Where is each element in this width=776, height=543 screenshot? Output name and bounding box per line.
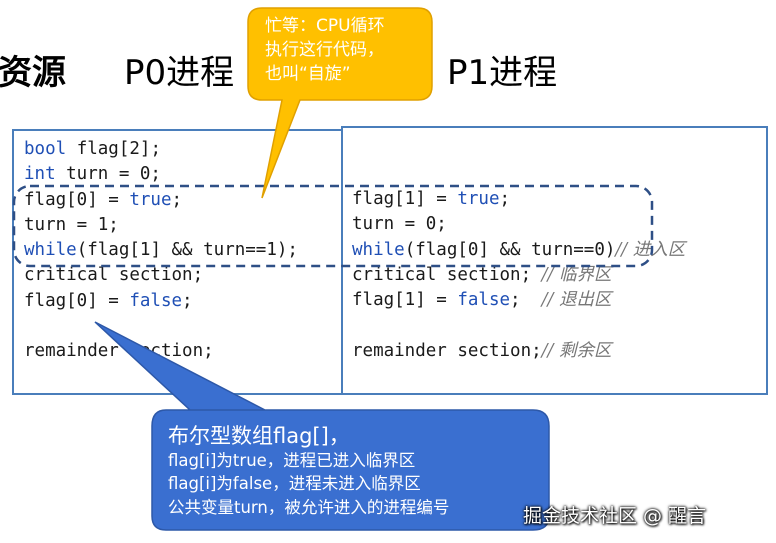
code-line: turn = 1; bbox=[24, 214, 119, 235]
heading-p1-process: P1进程 bbox=[447, 53, 558, 93]
flag-turn-callout bbox=[94, 321, 550, 531]
p1-code-block: flag[1] = true; turn = 0; while(flag[0] … bbox=[352, 187, 685, 364]
code-line: flag[0] = true; bbox=[24, 189, 183, 210]
heading-resource-fragment: 资源 bbox=[0, 53, 66, 93]
code-line: critical section; bbox=[24, 265, 204, 286]
code-comment: // 退出区 bbox=[541, 290, 612, 311]
code-line: remainder section;// 剩余区 bbox=[352, 340, 612, 361]
entry-section-dashed-box bbox=[12, 184, 654, 268]
p0-code-block: bool flag[2]; int turn = 0; flag[0] = tr… bbox=[24, 137, 298, 365]
p1-code-panel bbox=[341, 126, 768, 395]
code-comment: // 剩余区 bbox=[541, 340, 612, 361]
code-line: while(flag[0] && turn==0)// 进入区 bbox=[352, 239, 686, 260]
code-line: turn = 0; bbox=[352, 214, 447, 235]
flag-false-note: flag[i]为false，进程未进入临界区 bbox=[168, 474, 421, 493]
code-line: flag[1] = true; bbox=[352, 189, 511, 209]
code-line: flag[1] = false; // 退出区 bbox=[352, 290, 612, 311]
busy-wait-callout bbox=[247, 7, 433, 199]
flag-array-title: 布尔型数组flag[]， bbox=[168, 424, 350, 448]
watermark: 掘金技术社区 @ 醒言 bbox=[523, 505, 707, 527]
code-comment: // 临界区 bbox=[541, 264, 612, 285]
heading-p0-process: P0进程 bbox=[124, 53, 235, 93]
code-line: critical section; // 临界区 bbox=[352, 264, 612, 285]
busy-wait-note: 忙等：CPU循环执行这行代码，也叫“自旋” bbox=[265, 16, 385, 84]
code-line: flag[0] = false; bbox=[24, 290, 193, 311]
code-line: int turn = 0; bbox=[24, 164, 161, 185]
code-comment: // 进入区 bbox=[615, 239, 686, 260]
code-line: while(flag[1] && turn==1); bbox=[24, 240, 298, 261]
turn-variable-note: 公共变量turn，被允许进入的进程编号 bbox=[168, 498, 450, 517]
code-line: bool flag[2]; bbox=[24, 139, 161, 159]
flag-true-note: flag[i]为true，进程已进入临界区 bbox=[168, 451, 416, 470]
